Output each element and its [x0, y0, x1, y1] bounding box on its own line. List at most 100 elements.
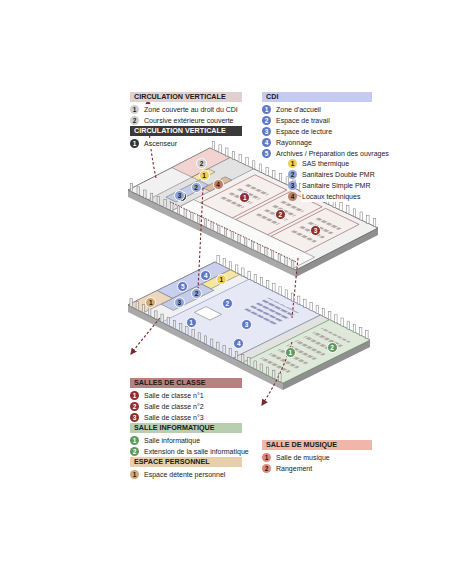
pillar [130, 299, 132, 307]
legend-header-band: SALLE INFORMATIQUE [130, 423, 242, 433]
pillar [267, 281, 269, 289]
legend-swatch: 1 [130, 436, 139, 445]
pillar [360, 327, 362, 335]
callout-number: 1 [186, 317, 197, 328]
callout-number: 4 [213, 179, 224, 190]
legend-text: Salle de classe n°1 [143, 390, 205, 401]
legend-text: Locaux techniques [301, 191, 361, 202]
pillar [260, 277, 262, 285]
pillar [236, 265, 238, 273]
legend-text: Sanitaires Double PMR [301, 169, 376, 180]
pillar [360, 212, 362, 220]
pillar [335, 315, 337, 323]
pillar [198, 333, 200, 341]
pillar [347, 206, 349, 214]
callout-number: 1 [265, 105, 269, 114]
pillar [155, 311, 157, 319]
legend-text: Espace de travail [275, 115, 331, 126]
header-text: CIRCULATION VERTICALE [134, 92, 226, 101]
pillar [137, 187, 139, 195]
pillar [316, 306, 318, 314]
pillar [177, 206, 179, 214]
callout-number: 2 [133, 116, 137, 125]
callout-number: 1 [133, 139, 137, 148]
legend-swatch: 2 [130, 116, 139, 125]
pillar [266, 367, 268, 375]
callout-number: 3 [265, 127, 269, 136]
pillar [273, 170, 275, 178]
legend-row: 2 Coursive extérieure couverte [130, 115, 235, 126]
callout-number: 1 [133, 470, 137, 479]
pillar [285, 290, 287, 298]
legend-text: Zone couverte au droit du CDI [143, 104, 239, 115]
legend-row: 4Rayonnage [262, 137, 313, 148]
legend-row: 2Salle de classe n°2 [130, 401, 205, 412]
legend-row: 1Salle de musique [262, 452, 331, 463]
pillar [211, 339, 213, 347]
pillar [254, 274, 256, 282]
callout-number: 1 [285, 347, 296, 358]
legend-row: 2Sanitaires Double PMR [288, 169, 376, 180]
callout-number: 4 [291, 192, 295, 201]
callout-number: 1 [133, 105, 137, 114]
pillar [231, 232, 233, 240]
callout-number: 1 [291, 159, 295, 168]
callout-number: 2 [222, 298, 233, 309]
pillar [341, 318, 343, 326]
pillars [130, 142, 376, 382]
legend-text: Salle de classe n°3 [143, 412, 205, 423]
pillar [198, 216, 200, 224]
pillar [211, 222, 213, 230]
legend-text: Ascenseur [143, 138, 178, 149]
pillar [239, 154, 241, 162]
pillar [229, 262, 231, 270]
pillar [265, 248, 267, 256]
legend-text: Coursive extérieure couverte [143, 115, 235, 126]
pillar [235, 352, 237, 360]
pillar [157, 196, 159, 204]
callout-number: 4 [200, 270, 211, 281]
callout-number: 3 [241, 319, 252, 330]
pillar [347, 321, 349, 329]
header-text: CIRCULATION VERTICALE [134, 126, 226, 135]
pillar [150, 193, 152, 201]
pillar [161, 314, 163, 322]
pillar [136, 302, 138, 310]
circulation-arrows [131, 100, 298, 405]
pillar [266, 167, 268, 175]
upper-floor [128, 148, 378, 277]
pillar [304, 299, 306, 307]
legend-swatch: 1 [130, 470, 139, 479]
pillar [219, 145, 221, 153]
legend-text: Salle de musique [275, 452, 331, 463]
pillar [238, 235, 240, 243]
callout-number: 1 [133, 436, 137, 445]
lower-floor [128, 262, 370, 390]
callout-number: 1 [216, 274, 227, 285]
legend-row: 2Rangement [262, 463, 313, 474]
legend-row: 1Salle de classe n°1 [130, 390, 205, 401]
legend-text: Extension de la salle informatique [143, 446, 250, 457]
pillar [232, 151, 234, 159]
callout-number: 2 [196, 158, 207, 169]
legend-header-band: SALLE DE MUSIQUE [262, 440, 372, 450]
legend-text: Rangement [275, 463, 313, 474]
pillar [260, 364, 262, 372]
legend-row: 3Espace de lecture [262, 126, 333, 137]
legend-swatch: 2 [130, 402, 139, 411]
pillar [353, 209, 355, 217]
header-text: SALLE INFORMATIQUE [134, 423, 215, 432]
pillar [254, 361, 256, 369]
pillar [224, 228, 226, 236]
pillar [173, 320, 175, 328]
pillar [246, 158, 248, 166]
pillar [180, 323, 182, 331]
legend-swatch: 1 [262, 105, 271, 114]
legend-header-band: CDI [262, 92, 372, 102]
legend-swatch: 3 [130, 413, 139, 422]
legend-swatch: 1 [288, 159, 297, 168]
pillar [223, 259, 225, 267]
legend-text: Rayonnage [275, 137, 313, 148]
pillar [171, 203, 173, 211]
header-text: CDI [266, 92, 278, 101]
